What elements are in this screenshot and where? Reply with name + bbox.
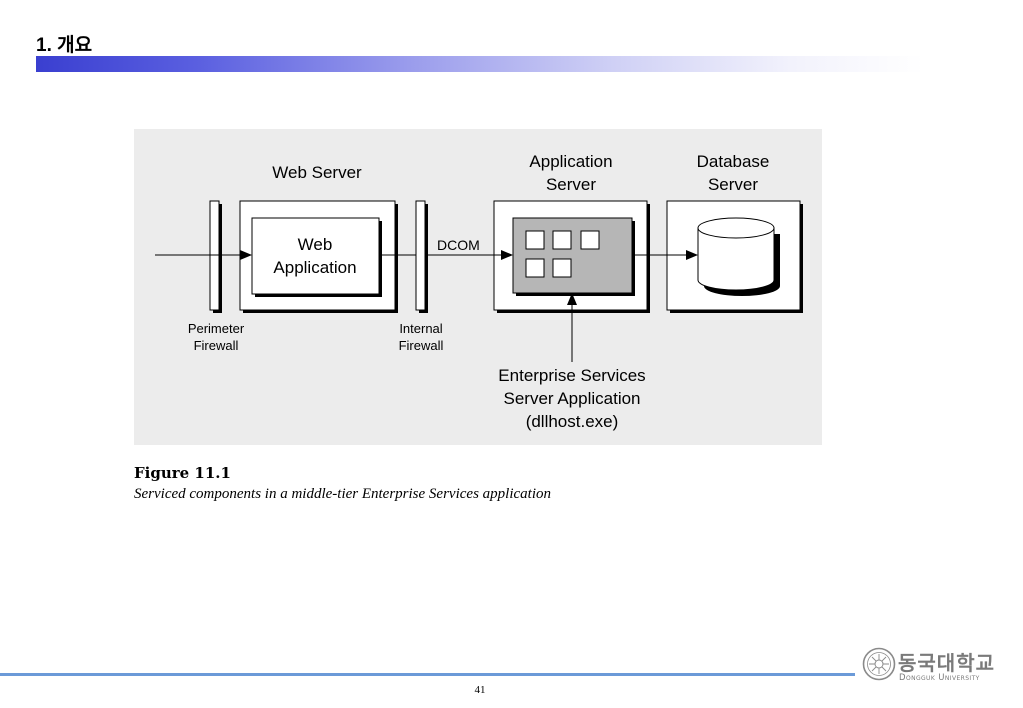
application-server-box [493,200,650,313]
label-application-server-2: Server [546,175,596,194]
label-web-application-1: Web [298,235,333,254]
label-enterprise-services-2: Server Application [503,389,640,408]
label-enterprise-services-1: Enterprise Services [498,366,645,385]
label-database-server-1: Database [697,152,770,171]
university-logo: 동국대학교 Dongguk University [862,647,1002,687]
page-number: 41 [474,684,486,696]
title-gradient-bar [36,56,924,72]
university-seal-icon [862,647,896,681]
component-squares [525,230,600,278]
label-perimeter-firewall-2: Firewall [194,338,239,353]
internal-firewall [415,200,428,313]
label-web-application-2: Application [273,258,356,277]
database-server-box [666,200,803,313]
logo-korean-name: 동국대학교 [898,651,995,675]
label-dcom: DCOM [437,237,480,253]
footer-line [0,673,855,676]
web-server-box [239,200,398,313]
label-web-server: Web Server [272,163,362,182]
label-internal-firewall-2: Firewall [399,338,444,353]
label-perimeter-firewall-1: Perimeter [188,321,245,336]
slide-title: 1. 개요 [36,35,93,56]
label-database-server-2: Server [708,175,758,194]
figure-caption: Serviced components in a middle-tier Ent… [134,486,551,502]
label-internal-firewall-1: Internal [399,321,442,336]
label-application-server-1: Application [529,152,612,171]
database-cylinder-icon [697,217,780,296]
perimeter-firewall [209,200,222,313]
logo-english-name: Dongguk University [899,673,980,683]
label-enterprise-services-3: (dllhost.exe) [526,412,619,431]
figure-title: Figure 11.1 [134,464,231,482]
